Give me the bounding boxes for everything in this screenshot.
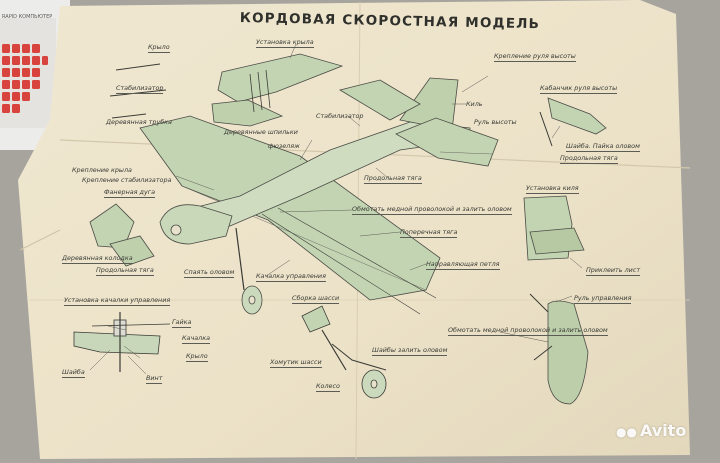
label-profile-wing: Крыло bbox=[148, 43, 170, 53]
label-wrap-wire-2: Обмотать медной проволокой и залить олов… bbox=[448, 326, 608, 336]
avito-logo-icon: ●● bbox=[616, 425, 637, 439]
label-longitudinal-rod: Продольная тяга bbox=[364, 174, 422, 184]
label-elevator: Руль высоты bbox=[474, 118, 517, 126]
label-washers-solder: Шайбы залить оловом bbox=[372, 346, 448, 356]
label-screw: Винт bbox=[146, 374, 163, 384]
label-stab-mount: Крепление стабилизатора bbox=[82, 176, 172, 184]
elevator-attach-detail bbox=[539, 97, 607, 147]
label-frame-tube: Деревянная трубка bbox=[106, 118, 172, 126]
label-control-elevator: Руль управления bbox=[574, 294, 632, 304]
avito-text: Avito bbox=[639, 421, 687, 440]
label-wrap-wire: Обмотать медной проволокой и залить олов… bbox=[352, 205, 512, 215]
chassis-detail bbox=[301, 305, 387, 399]
label-wheel: Колесо bbox=[316, 382, 340, 392]
label-chassis-assembly: Сборка шасси bbox=[292, 294, 340, 304]
label-stabilizer: Стабилизатор bbox=[316, 112, 364, 120]
label-wing-part: Крыло bbox=[186, 352, 208, 362]
label-nut: Гайка bbox=[172, 318, 192, 328]
label-solder-joint: Спаять оловом bbox=[184, 268, 235, 278]
label-elevator-horn: Кабанчик руля высоты bbox=[540, 84, 618, 94]
label-chassis-clamp: Хомутик шасси bbox=[270, 358, 322, 368]
label-wooden-pins: Деревянные шпильки bbox=[224, 128, 298, 136]
control-mount-detail bbox=[73, 312, 171, 372]
wing-mount-detail bbox=[211, 53, 344, 127]
avito-watermark: ●●Avito bbox=[616, 421, 686, 440]
label-plywood-arc: Фанерная дуга bbox=[104, 188, 156, 198]
label-glue-strip: Приклеить лист bbox=[586, 266, 641, 276]
stabilizer-detail bbox=[338, 79, 421, 121]
fin-mount-detail bbox=[523, 195, 585, 261]
label-fin-mount: Установка киля bbox=[526, 184, 579, 194]
label-wing-mount: Установка крыла bbox=[256, 38, 314, 48]
keyboard-caption: RAPID КОМПЬЮТЕР bbox=[2, 14, 53, 20]
label-guide-loop: Направляющая петля bbox=[426, 260, 500, 270]
label-control-mount: Установка качалки управления bbox=[64, 296, 171, 306]
leader-lines bbox=[89, 43, 583, 375]
label-rubber-nut: Крепление крыла bbox=[72, 166, 132, 174]
label-control-rocker: Качалка управления bbox=[256, 272, 326, 282]
label-stab-profile: Стабилизатор bbox=[116, 84, 164, 94]
label-fin: Киль bbox=[466, 100, 483, 108]
main-airplane bbox=[139, 77, 499, 315]
control-surface-detail bbox=[529, 293, 589, 405]
label-rod-right: Продольная тяга bbox=[560, 154, 618, 164]
label-cross-rod: Поперечная тяга bbox=[400, 228, 458, 238]
label-rocker: Качалка bbox=[182, 334, 211, 344]
plywood-arc-detail bbox=[89, 203, 155, 267]
label-rod-bend: Продольная тяга bbox=[96, 266, 154, 276]
label-elevator-attach: Крепление руля высоты bbox=[494, 52, 576, 62]
label-wooden-wedge: Деревянная колодка bbox=[62, 254, 133, 264]
label-washer: Шайба bbox=[62, 368, 85, 378]
label-washer-rod: Шайба. Пайка оловом bbox=[566, 142, 640, 152]
label-fuselage: фюзеляж bbox=[268, 142, 300, 150]
